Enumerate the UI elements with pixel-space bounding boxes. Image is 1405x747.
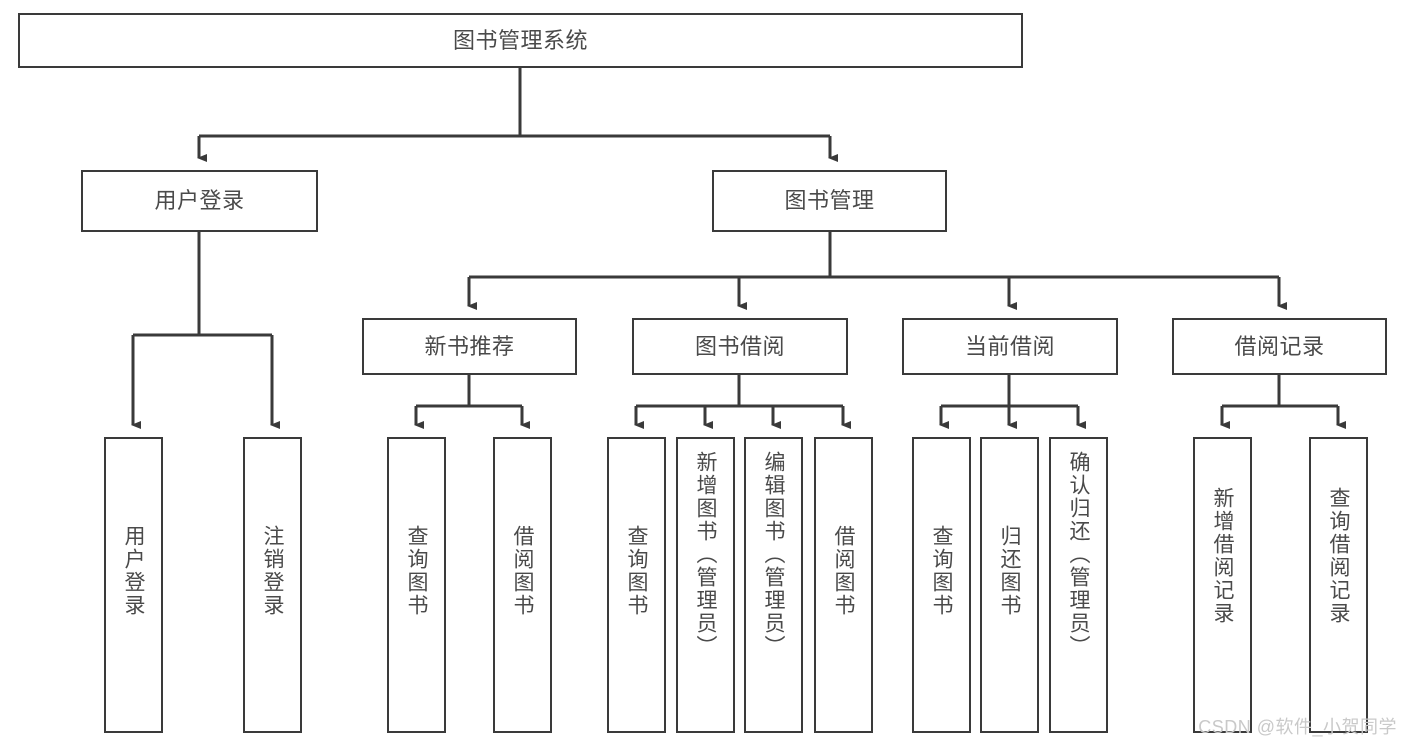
node-book-borrow[interactable]: 图书借阅 bbox=[632, 318, 848, 375]
node-label: 查询图书 bbox=[930, 525, 953, 617]
node-leaf-query-book-recommend[interactable]: 查询图书 bbox=[387, 437, 446, 733]
node-label: 查询图书 bbox=[625, 525, 648, 617]
node-label: 新增借阅记录 bbox=[1211, 487, 1234, 625]
node-label: 用户登录 bbox=[122, 525, 145, 617]
node-label: 归还图书 bbox=[998, 525, 1021, 617]
node-label: 图书管理系统 bbox=[452, 27, 588, 53]
node-leaf-query-book-current[interactable]: 查询图书 bbox=[912, 437, 971, 733]
node-label: 查询借阅记录 bbox=[1327, 487, 1350, 625]
node-label: 借阅记录 bbox=[1234, 333, 1325, 359]
node-label: 图书管理 bbox=[784, 188, 875, 214]
watermark-text: CSDN @软件_小贺同学 bbox=[1198, 717, 1397, 737]
node-label: 注销登录 bbox=[261, 525, 284, 617]
node-label: 借阅图书 bbox=[511, 525, 534, 617]
node-label: 新书推荐 bbox=[424, 333, 515, 359]
node-new-book-recommend[interactable]: 新书推荐 bbox=[362, 318, 577, 375]
node-leaf-add-borrow-record[interactable]: 新增借阅记录 bbox=[1193, 437, 1252, 733]
node-label: 用户登录 bbox=[154, 188, 245, 214]
node-label: 确认归还（管理员） bbox=[1067, 451, 1090, 658]
node-leaf-borrow-book[interactable]: 借阅图书 bbox=[814, 437, 873, 733]
node-leaf-query-borrow-record[interactable]: 查询借阅记录 bbox=[1309, 437, 1368, 733]
node-root-system[interactable]: 图书管理系统 bbox=[18, 13, 1023, 68]
node-user-login[interactable]: 用户登录 bbox=[81, 170, 318, 232]
node-leaf-borrow-book-recommend[interactable]: 借阅图书 bbox=[493, 437, 552, 733]
node-label: 新增图书（管理员） bbox=[694, 451, 717, 658]
node-label: 编辑图书（管理员） bbox=[762, 451, 785, 658]
node-label: 图书借阅 bbox=[694, 333, 785, 359]
node-leaf-logout[interactable]: 注销登录 bbox=[243, 437, 302, 733]
node-label: 借阅图书 bbox=[832, 525, 855, 617]
node-leaf-query-book[interactable]: 查询图书 bbox=[607, 437, 666, 733]
node-borrow-record[interactable]: 借阅记录 bbox=[1172, 318, 1387, 375]
node-label: 当前借阅 bbox=[964, 333, 1055, 359]
node-label: 查询图书 bbox=[405, 525, 428, 617]
node-book-management[interactable]: 图书管理 bbox=[712, 170, 947, 232]
node-leaf-add-book-admin[interactable]: 新增图书（管理员） bbox=[676, 437, 735, 733]
node-leaf-return-book[interactable]: 归还图书 bbox=[980, 437, 1039, 733]
node-leaf-confirm-return-admin[interactable]: 确认归还（管理员） bbox=[1049, 437, 1108, 733]
node-leaf-edit-book-admin[interactable]: 编辑图书（管理员） bbox=[744, 437, 803, 733]
node-current-borrow[interactable]: 当前借阅 bbox=[902, 318, 1118, 375]
node-leaf-user-login[interactable]: 用户登录 bbox=[104, 437, 163, 733]
